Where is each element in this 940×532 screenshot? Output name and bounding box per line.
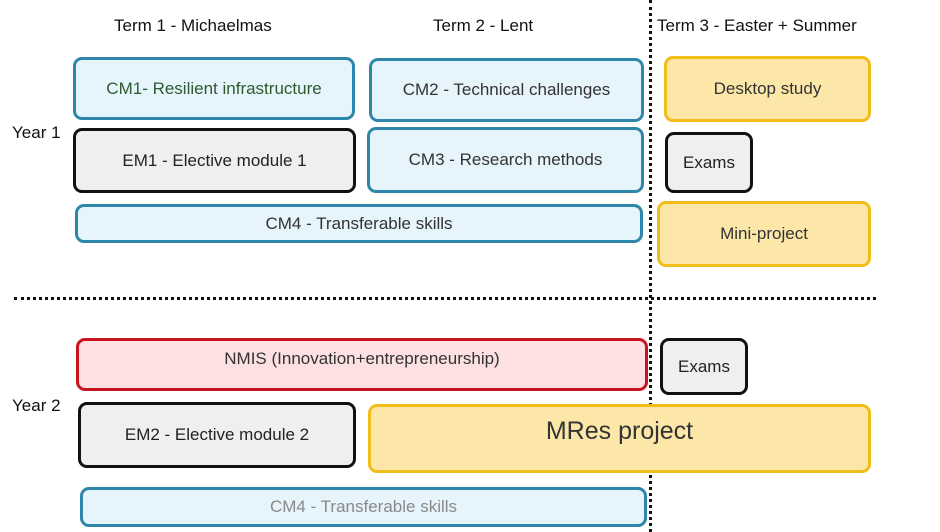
- mini-project-box: Mini-project: [657, 201, 871, 267]
- exams-year2-label: Exams: [678, 356, 730, 376]
- mres-project-box: MRes project: [368, 404, 871, 473]
- term-3-divider: [649, 0, 652, 532]
- module-cm2-label: CM2 - Technical challenges: [402, 80, 611, 99]
- year-2-label: Year 2: [12, 396, 61, 415]
- year-divider: [14, 297, 876, 300]
- mres-project-label: MRes project: [545, 417, 694, 445]
- year-1-label: Year 1: [12, 123, 61, 142]
- module-cm2: CM2 - Technical challenges: [369, 58, 644, 122]
- module-em1: EM1 - Elective module 1: [73, 128, 356, 193]
- module-cm4-year2: CM4 - Transferable skills: [80, 487, 647, 527]
- desktop-study-box: Desktop study: [664, 56, 871, 122]
- module-cm4-year1: CM4 - Transferable skills: [75, 204, 643, 243]
- module-cm4-year2-label: CM4 - Transferable skills: [269, 497, 458, 516]
- module-cm1-label: CM1- Resilient infrastructure: [106, 78, 322, 98]
- module-nmis-label: NMIS (Innovation+entrepreneurship): [224, 348, 500, 368]
- module-em2-label: EM2 - Elective module 2: [124, 425, 310, 444]
- term-2-header: Term 2 - Lent: [433, 16, 534, 35]
- module-cm1: CM1- Resilient infrastructure: [73, 57, 355, 120]
- module-cm3-label: CM3 - Research methods: [408, 150, 603, 169]
- term-1-header: Term 1 - Michaelmas: [114, 16, 272, 35]
- exams-year1-label: Exams: [683, 152, 735, 172]
- exams-year2-box: Exams: [660, 338, 748, 395]
- module-nmis: NMIS (Innovation+entrepreneurship): [76, 338, 648, 391]
- desktop-study-label: Desktop study: [713, 79, 822, 98]
- term-3-header: Term 3 - Easter + Summer: [657, 16, 857, 35]
- module-cm4-year1-label: CM4 - Transferable skills: [265, 213, 453, 233]
- exams-year1-box: Exams: [665, 132, 753, 193]
- module-em2: EM2 - Elective module 2: [78, 402, 356, 468]
- mini-project-label: Mini-project: [720, 224, 808, 243]
- module-em1-label: EM1 - Elective module 1: [122, 150, 307, 170]
- module-cm3: CM3 - Research methods: [367, 127, 644, 193]
